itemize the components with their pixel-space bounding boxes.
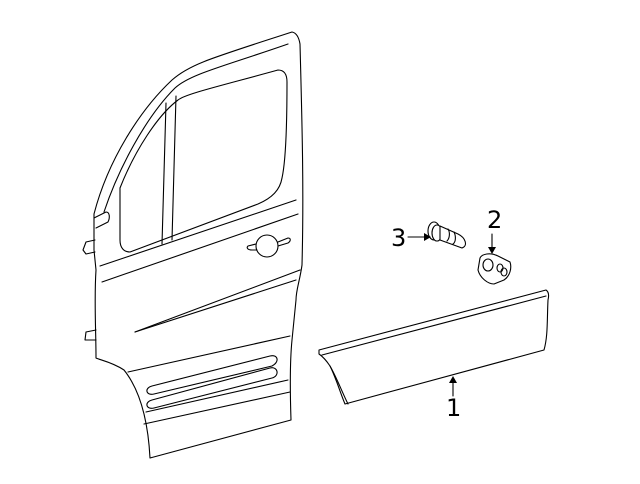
door-panel: [82, 31, 304, 459]
screw-part: [427, 221, 467, 249]
clip-nut-part: [477, 253, 512, 285]
callout-label-2: 2: [487, 206, 503, 234]
callout-1-arrowhead: [449, 376, 457, 383]
callout-3-arrowhead: [424, 233, 431, 241]
callout-label-1: 1: [446, 394, 462, 422]
callout-label-3: 3: [391, 224, 407, 252]
callout-2-arrowhead: [488, 247, 496, 254]
moulding-part: [318, 289, 550, 405]
